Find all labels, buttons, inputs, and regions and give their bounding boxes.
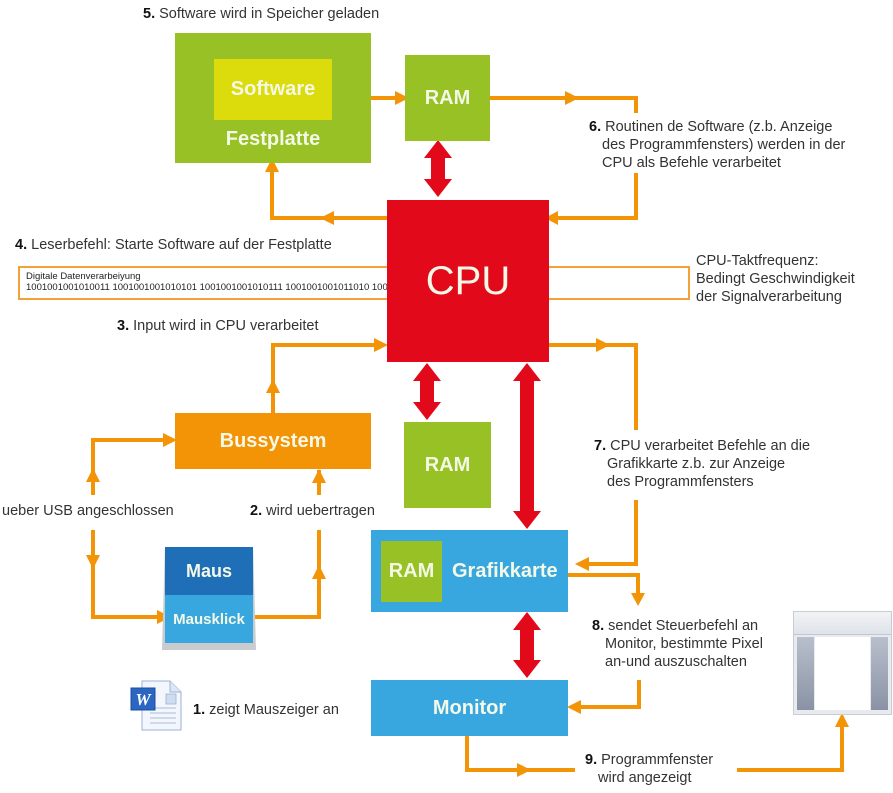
festplatte-box: Software Festplatte	[175, 33, 371, 163]
grafikkarte-label: Grafikkarte	[452, 559, 558, 582]
digital-data-strip: Digitale Datenverarbeiyung 1001001001010…	[18, 266, 690, 300]
maus-label: Maus	[185, 560, 232, 581]
software-label: Software	[230, 78, 316, 100]
grafikkarte-box: RAM Grafikkarte	[371, 530, 568, 612]
mausklick-button: Mausklick	[165, 595, 253, 643]
arrow-cpu-to-festplatte	[270, 163, 387, 220]
software-box: Software	[214, 59, 332, 120]
window-page	[815, 637, 870, 710]
step-6-label: 6. Routinen de Software (z.b. Anzeige de…	[589, 119, 846, 171]
word-document-icon: W	[130, 680, 182, 732]
cpu-box: CPU	[387, 200, 549, 362]
arrow-usb-to-bus	[91, 438, 170, 495]
ram-middle-label: RAM	[424, 453, 471, 476]
grafikkarte-ram-label: RAM	[388, 559, 435, 582]
word-program-window-thumbnail	[793, 611, 892, 715]
usb-note: ueber USB angeschlossen	[2, 503, 174, 519]
window-left-margin	[797, 637, 814, 710]
step-2-label: 2. wird uebertragen	[250, 503, 375, 519]
step-4-label: 4. Leserbefehl: Starte Software auf der …	[15, 237, 332, 253]
window-right-margin	[871, 637, 888, 710]
monitor-label: Monitor	[432, 696, 507, 719]
data-strip-bits: 1001001001010011 1001001001010101 100100…	[26, 282, 540, 293]
ram-top-box: RAM	[405, 55, 490, 141]
window-toolbar	[794, 612, 891, 635]
step-5-label: 5. Software wird in Speicher geladen	[143, 6, 380, 22]
cpu-clock-note: CPU-Taktfrequenz: Bedingt Geschwindigkei…	[696, 253, 855, 305]
arrow-bus-to-cpu	[271, 343, 380, 413]
step-1-label: 1. zeigt Mauszeiger an	[193, 702, 339, 718]
step-8-label: 8. sendet Steuerbefehl an Monitor, besti…	[592, 618, 763, 670]
cpu-label: CPU	[425, 258, 511, 303]
step-9-label: 9. Programmfenster wird angezeigt	[585, 752, 714, 786]
bussystem-box: Bussystem	[175, 413, 371, 469]
arrow-usb-to-mouse	[91, 530, 165, 619]
svg-text:W: W	[135, 690, 152, 709]
bussystem-label: Bussystem	[219, 429, 327, 452]
mausklick-label: Mausklick	[173, 610, 245, 628]
monitor-box: Monitor	[371, 680, 568, 736]
double-arrow-grafikkarte-monitor	[513, 612, 541, 678]
step-7-label: 7. CPU verarbeitet Befehle an die Grafik…	[594, 438, 811, 490]
arrow-ram-to-cpu-via-right	[478, 96, 638, 220]
arrow-monitor-to-window	[465, 722, 844, 772]
mouse-top: Maus	[165, 547, 253, 595]
arrow-grafikkarte-to-step8	[568, 573, 640, 598]
arrow-cpu-to-grafikkarte	[548, 343, 638, 566]
double-arrow-ram-cpu	[424, 140, 452, 197]
double-arrow-cpu-ram	[413, 363, 441, 420]
double-arrow-cpu-grafikkarte	[513, 363, 541, 529]
arrow-step8-to-monitor	[572, 680, 641, 709]
data-strip-title: Digitale Datenverarbeiyung	[26, 271, 141, 282]
ram-middle-box: RAM	[404, 422, 491, 508]
festplatte-label: Festplatte	[225, 128, 321, 150]
mouse-device: Maus Mausklick	[162, 547, 256, 650]
step-3-label: 3. Input wird in CPU verarbeitet	[117, 318, 319, 334]
grafikkarte-ram-box: RAM	[381, 540, 442, 602]
arrow-mouse-to-bus	[252, 470, 321, 619]
ram-top-label: RAM	[424, 86, 471, 109]
